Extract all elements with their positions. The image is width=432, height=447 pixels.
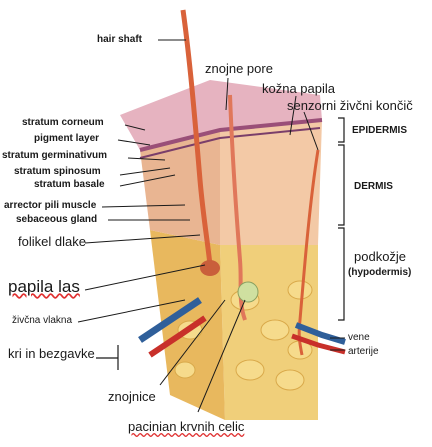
label-kri: kri in bezgavke [8,347,95,360]
label-podkozje: podkožje [354,250,406,263]
label-stratum-basale: stratum basale [34,180,105,190]
label-stratum-germinativum: stratum germinativum [2,151,107,161]
label-dermis: DERMIS [354,182,393,192]
label-papila-las: papila las [8,278,80,295]
label-zivcna-vlakna: živčna vlakna [12,316,72,326]
hair-bulb [200,260,220,276]
label-arrector: arrector pili muscle [4,201,96,211]
label-sebaceous: sebaceous gland [16,215,97,225]
label-kozna-papila: kožna papila [262,82,335,95]
label-senzorni: senzorni živčni končič [287,99,413,112]
label-znojnice: znojnice [108,390,156,403]
sweat-gland [238,282,258,302]
label-arterije: arterije [348,347,379,357]
label-hypodermis: (hypodermis) [348,268,411,278]
label-hair-shaft: hair shaft [97,35,142,45]
label-pacinian: pacinian krvnih celic [128,420,244,433]
label-stratum-corneum: stratum corneum [22,118,104,128]
label-folikel: folikel dlake [18,235,86,248]
label-znojne-pore: znojne pore [205,62,273,75]
label-pigment-layer: pigment layer [34,134,99,144]
label-epidermis: EPIDERMIS [352,126,407,136]
label-vene: vene [348,333,370,343]
label-stratum-spinosum: stratum spinosum [14,167,101,177]
